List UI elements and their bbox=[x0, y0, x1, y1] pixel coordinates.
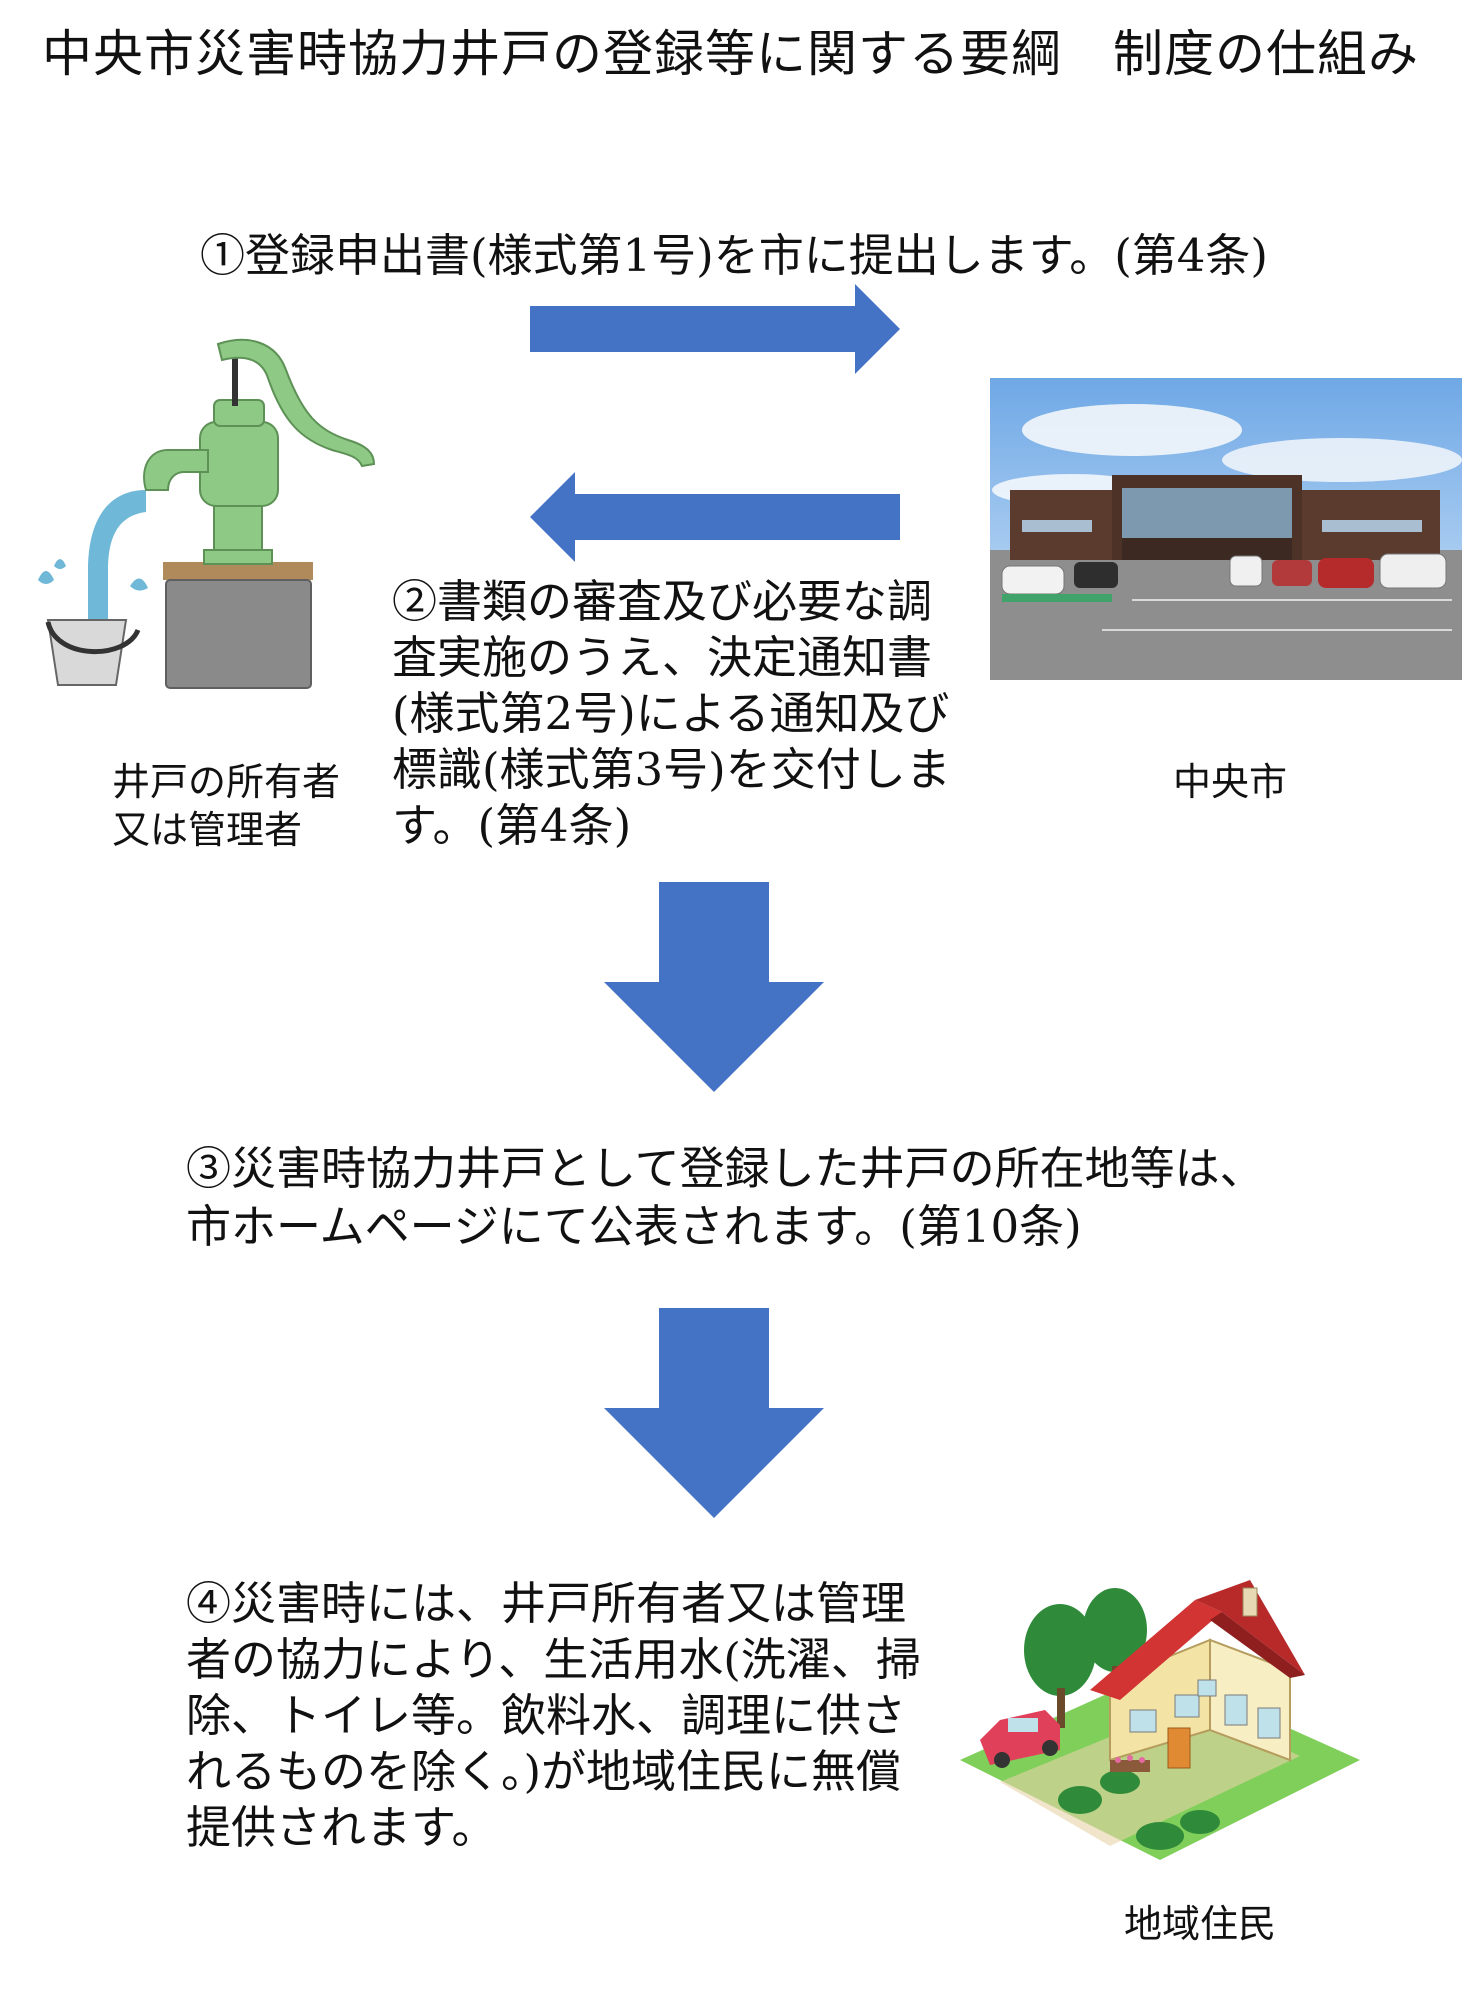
arrow-right-to-city bbox=[530, 284, 900, 374]
city-hall-photo bbox=[982, 370, 1470, 692]
page-title: 中央市災害時協力井戸の登録等に関する要綱 制度の仕組み bbox=[42, 25, 1419, 83]
step1-text: ①登録申出書(様式第1号)を市に提出します。(第4条) bbox=[200, 229, 1268, 282]
house-icon bbox=[960, 1560, 1380, 1894]
step4-text: ④災害時には、井戸所有者又は管理者の協力により、生活用水(洗濯、掃除、トイレ等。… bbox=[186, 1577, 921, 1854]
step3-text: ③災害時協力井戸として登録した井戸の所在地等は、市ホームページにて公表されます。… bbox=[186, 1142, 1265, 1253]
step2-text: ②書類の審査及び必要な調査実施のうえ、決定通知書(様式第2号)による通知及び標識… bbox=[392, 575, 951, 852]
residents-label: 地域住民 bbox=[1123, 1902, 1276, 1946]
arrow-down-2 bbox=[604, 1308, 824, 1518]
owner-label-line2: 又は管理者 bbox=[112, 808, 303, 852]
city-label: 中央市 bbox=[1172, 760, 1287, 804]
owner-label: 井戸の所有者 又は管理者 bbox=[112, 758, 372, 854]
arrow-left-to-owner bbox=[530, 472, 900, 562]
owner-label-line1: 井戸の所有者 bbox=[112, 760, 341, 804]
arrow-down-1 bbox=[604, 882, 824, 1092]
hand-pump-well-icon bbox=[18, 330, 438, 704]
